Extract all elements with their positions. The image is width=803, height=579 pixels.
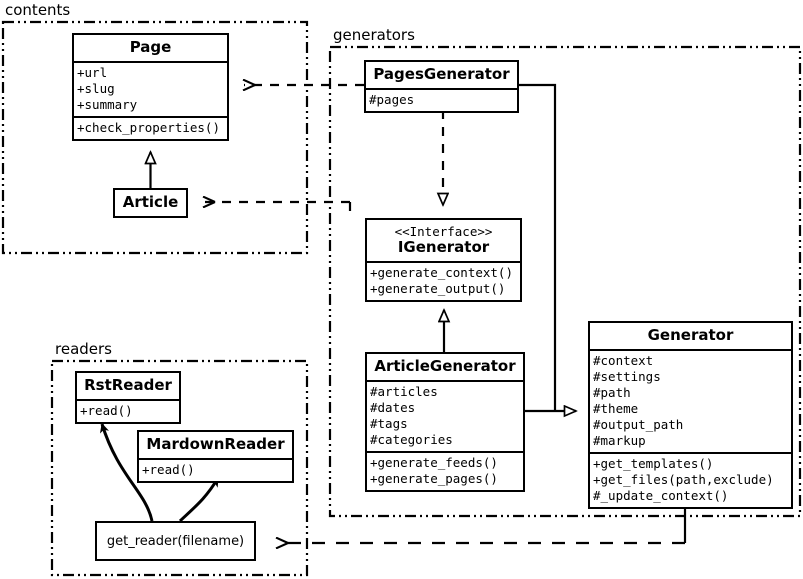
operation: +generate_output() <box>370 281 506 297</box>
class-generator[interactable]: Generator #context #settings #path #them… <box>588 321 793 510</box>
attribute: #theme <box>593 401 639 417</box>
package-label-contents: contents <box>3 1 73 19</box>
relationship-generators-to-generator <box>519 83 576 411</box>
operation: +get_templates() <box>593 456 714 472</box>
attribute: #articles <box>370 384 438 400</box>
attribute: #dates <box>370 400 416 416</box>
attribute: +url <box>77 65 108 81</box>
class-page-attributes: +url +slug +summary <box>74 61 227 116</box>
class-articlegenerator-attributes: #articles #dates #tags #categories <box>367 380 523 451</box>
class-rstreader[interactable]: RstReader +read() <box>75 371 181 425</box>
class-mardownreader-title: MardownReader <box>146 435 285 453</box>
operation: +generate_pages() <box>370 471 498 487</box>
attribute: #markup <box>593 433 646 449</box>
operation: #_update_context() <box>593 488 729 504</box>
operation: +read() <box>142 462 195 478</box>
class-articlegenerator-title: ArticleGenerator <box>374 357 516 375</box>
operation: +generate_context() <box>370 265 513 281</box>
operation: +generate_feeds() <box>370 455 498 471</box>
class-mardownreader-operations: +read() <box>139 458 292 481</box>
operation: +read() <box>80 403 133 419</box>
node-get-reader-label: get_reader(filename) <box>106 533 245 549</box>
class-mardownreader[interactable]: MardownReader +read() <box>137 430 294 484</box>
class-page-operations: +check_properties() <box>74 116 227 139</box>
class-generator-attributes: #context #settings #path #theme #output_… <box>590 349 791 452</box>
class-articlegenerator[interactable]: ArticleGenerator #articles #dates #tags … <box>365 352 525 493</box>
operation: +check_properties() <box>77 120 220 136</box>
class-igenerator-stereotype: <<Interface>> <box>394 224 493 239</box>
class-igenerator-name: IGenerator <box>397 238 490 256</box>
class-pagesgenerator[interactable]: PagesGenerator #pages <box>364 60 519 114</box>
class-pagesgenerator-attributes: #pages <box>366 88 517 111</box>
class-articlegenerator-operations: +generate_feeds() +generate_pages() <box>367 451 523 490</box>
class-igenerator-title: <<Interface>> IGenerator <box>367 220 520 261</box>
attribute: #context <box>593 353 654 369</box>
attribute: #categories <box>370 432 453 448</box>
attribute: #tags <box>370 416 408 432</box>
class-igenerator[interactable]: <<Interface>> IGenerator +generate_conte… <box>365 218 522 303</box>
class-igenerator-operations: +generate_context() +generate_output() <box>367 261 520 300</box>
class-page[interactable]: Page +url +slug +summary +check_properti… <box>72 33 229 142</box>
class-article[interactable]: Article <box>113 188 188 219</box>
class-generator-operations: +get_templates() +get_files(path,exclude… <box>590 452 791 507</box>
attribute: #pages <box>369 92 415 108</box>
operation: +get_files(path,exclude) <box>593 472 774 488</box>
attribute: +summary <box>77 97 138 113</box>
package-label-generators: generators <box>331 26 417 44</box>
attribute: #path <box>593 385 631 401</box>
relationship-articlegenerator-article <box>204 202 352 215</box>
class-rstreader-operations: +read() <box>77 399 179 422</box>
class-rstreader-title: RstReader <box>84 376 172 394</box>
class-pagesgenerator-title: PagesGenerator <box>373 65 510 83</box>
node-get-reader[interactable]: get_reader(filename) <box>95 521 256 561</box>
class-generator-title: Generator <box>647 326 734 344</box>
class-article-title: Article <box>122 193 179 211</box>
attribute: #output_path <box>593 417 684 433</box>
attribute: +slug <box>77 81 115 97</box>
relationship-getreader-mardownreader <box>178 477 220 523</box>
attribute: #settings <box>593 369 661 385</box>
package-label-readers: readers <box>53 340 114 358</box>
class-page-title: Page <box>129 38 172 56</box>
